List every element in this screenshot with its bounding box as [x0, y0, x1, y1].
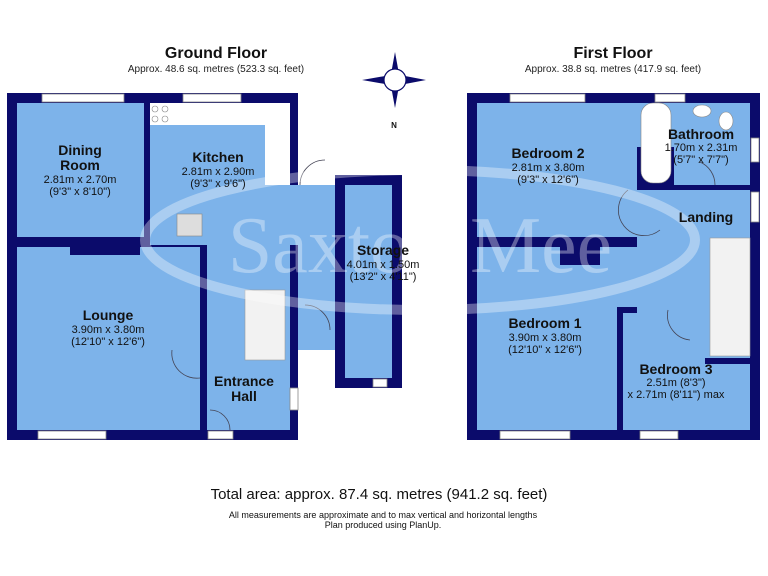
room-dim-m: 1.70m x 2.31m — [665, 142, 738, 154]
lounge — [17, 247, 200, 430]
room-name: Landing — [679, 209, 733, 225]
ground-floor-plan — [7, 93, 402, 440]
bath — [640, 102, 672, 184]
first-floor-title: First Floor — [573, 45, 652, 62]
room-dim-ft: x 2.71m (8'11") max — [628, 389, 725, 401]
room-name: Lounge — [83, 307, 134, 323]
room-name: Bedroom 2 — [511, 145, 584, 161]
bedroom-2 — [477, 103, 637, 237]
storage — [345, 185, 392, 378]
room-dim-m: 3.90m x 3.80m — [72, 324, 145, 336]
room-name: Bathroom — [668, 126, 734, 142]
room-dim-ft: (13'2" x 4'11") — [350, 271, 417, 283]
room-dim-m: 2.81m x 2.90m — [182, 166, 255, 178]
room-dim-m: 4.01m x 1.50m — [347, 259, 420, 271]
room-dim-ft: (9'3" x 8'10") — [49, 186, 111, 198]
room-name: Kitchen — [192, 149, 243, 165]
svg-text:Saxton Mee: Saxton Mee — [228, 202, 612, 290]
credit: Plan produced using PlanUp. — [325, 520, 442, 530]
room-dim-m: 2.81m x 2.70m — [44, 174, 117, 186]
bedroom-1 — [477, 247, 617, 430]
room-dim-ft: (12'10" x 12'6") — [508, 344, 582, 356]
first-floor-area: Approx. 38.8 sq. metres (417.9 sq. feet) — [525, 64, 701, 75]
first-floor-plan — [467, 93, 760, 440]
compass-icon: N — [362, 52, 426, 130]
room-dim-m: 3.90m x 3.80m — [509, 332, 582, 344]
watermark-logo: Saxton Mee — [140, 165, 700, 315]
stairs — [709, 237, 751, 357]
room-name: Bedroom 1 — [508, 315, 581, 331]
room-name: Dining — [58, 142, 102, 158]
bathroom — [674, 103, 750, 185]
compass-north-label: N — [391, 121, 397, 130]
room-dim-ft: (12'10" x 12'6") — [71, 336, 145, 348]
room-name: Storage — [357, 242, 409, 258]
room-dim-ft: (9'3" x 9'6") — [190, 178, 245, 190]
room-name: Entrance — [214, 373, 274, 389]
room-dim-m: 2.51m (8'3") — [646, 377, 705, 389]
stairs — [244, 289, 286, 361]
room-dim-m: 2.81m x 3.80m — [512, 162, 585, 174]
room-dim-ft: (5'7" x 7'7") — [673, 154, 728, 166]
disclaimer: All measurements are approximate and to … — [229, 510, 538, 520]
room-dim-ft: (9'3" x 12'6") — [517, 174, 579, 186]
dining-room — [17, 103, 144, 237]
ground-floor-area: Approx. 48.6 sq. metres (523.3 sq. feet) — [128, 64, 304, 75]
room-name: Bedroom 3 — [639, 361, 712, 377]
room-name: Hall — [231, 388, 257, 404]
kitchen-counter — [150, 103, 265, 125]
total-area: Total area: approx. 87.4 sq. metres (941… — [211, 486, 548, 503]
ground-floor-title: Ground Floor — [165, 45, 267, 62]
room-name: Room — [60, 157, 100, 173]
